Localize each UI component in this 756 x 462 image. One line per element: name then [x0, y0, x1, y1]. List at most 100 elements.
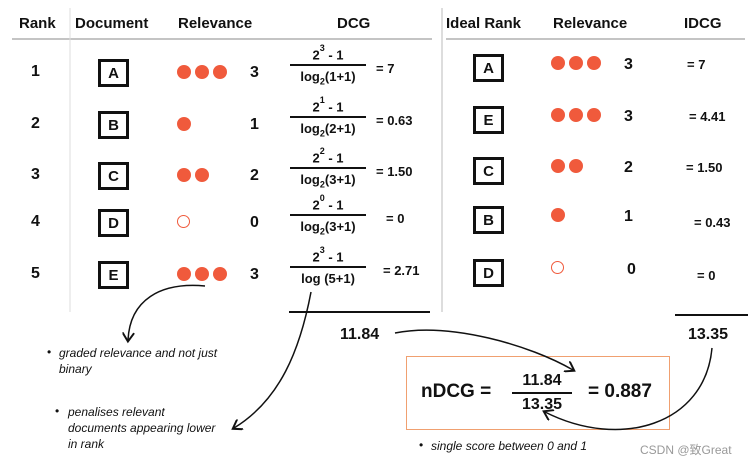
relevance-score: 0	[250, 214, 259, 231]
relevance-score: 2	[250, 167, 259, 184]
document-box: B	[98, 111, 129, 139]
dcg-exponent: 3	[319, 43, 325, 53]
ideal-relevance-dot	[587, 56, 601, 70]
ideal-relevance-score: 2	[624, 159, 633, 176]
relevance-dots	[177, 65, 227, 79]
ndcg-label: nDCG =	[421, 381, 492, 402]
dcg-numerator-tail: - 1	[324, 197, 344, 213]
dcg-denominator-arg: (1+1)	[324, 69, 356, 85]
idcg-value: = 7	[687, 57, 706, 72]
relevance-dots	[177, 168, 209, 182]
dcg-denominator-arg: (2+1)	[324, 121, 356, 137]
idcg-value: = 1.50	[686, 160, 723, 175]
relevance-dots	[177, 215, 190, 228]
note-single: single score between 0 and 1	[431, 439, 588, 453]
header-rank: Rank	[19, 15, 56, 32]
rank-number: 1	[31, 63, 40, 80]
dcg-denominator: log2(3+1)	[290, 214, 366, 237]
dcg-denominator: log (5+1)	[290, 266, 366, 286]
ideal-document-box: E	[473, 106, 504, 134]
relevance-dot	[177, 117, 191, 131]
dcg-numerator: 23 - 1	[312, 245, 344, 265]
dcg-denominator: log2(1+1)	[290, 64, 366, 87]
relevance-score: 3	[250, 266, 259, 283]
relevance-dot	[213, 65, 227, 79]
ideal-document-box: C	[473, 157, 504, 185]
ideal-relevance-dots	[551, 108, 601, 122]
header-ideal-rank: Ideal Rank	[446, 15, 522, 32]
idcg-value: = 0.43	[694, 215, 731, 230]
header-relevance-ideal: Relevance	[553, 15, 628, 32]
note-bullet-2: •	[55, 404, 60, 418]
dcg-exponent: 3	[319, 245, 325, 255]
relevance-score: 3	[250, 64, 259, 81]
note-graded: graded relevance and not just binary	[59, 346, 218, 376]
dcg-exponent: 2	[319, 146, 325, 156]
dcg-numerator-tail: - 1	[324, 99, 344, 115]
relevance-dots	[177, 267, 227, 281]
note-bullet-1: •	[47, 345, 52, 359]
document-box: A	[98, 59, 129, 87]
dcg-numerator: 20 - 1	[312, 193, 344, 213]
relevance-score: 1	[250, 116, 259, 133]
ideal-relevance-dots	[551, 159, 583, 173]
dcg-exponent: 1	[319, 95, 325, 105]
document-box: D	[98, 209, 129, 237]
header-dcg: DCG	[337, 15, 371, 32]
idcg-total: 13.35	[688, 326, 729, 343]
ndcg-result: = 0.887	[588, 381, 652, 402]
ideal-relevance-dot	[551, 159, 565, 173]
arrow-dcg-to-ndcg	[394, 329, 573, 370]
dcg-numerator-tail: - 1	[324, 47, 344, 63]
arrow-graded	[128, 284, 206, 340]
rank-number: 2	[31, 115, 40, 132]
relevance-dot	[177, 267, 191, 281]
dcg-denominator: log2(2+1)	[290, 116, 366, 139]
relevance-dot	[177, 168, 191, 182]
rank-number: 3	[31, 166, 40, 183]
idcg-value: = 0	[697, 268, 716, 283]
relevance-dots	[177, 117, 191, 131]
ideal-relevance-score: 3	[624, 56, 633, 73]
dcg-denominator-arg: (3+1)	[324, 172, 356, 188]
dcg-value: = 0	[386, 211, 405, 226]
idcg-value: = 4.41	[689, 109, 726, 124]
ideal-relevance-dots	[551, 56, 601, 70]
note-bullet-3: •	[419, 438, 424, 452]
ndcg-numerator: 11.84	[522, 372, 562, 389]
ideal-relevance-score: 0	[627, 261, 636, 278]
dcg-exponent: 0	[319, 193, 325, 203]
rank-number: 4	[31, 213, 40, 230]
ideal-document-box: A	[473, 54, 504, 82]
relevance-dot	[195, 168, 209, 182]
ideal-relevance-dot	[551, 108, 565, 122]
dcg-value: = 0.63	[376, 113, 413, 128]
note-penalises: penalises relevant documents appearing l…	[68, 405, 216, 451]
ideal-relevance-dot	[569, 159, 583, 173]
arrow-penalises	[234, 291, 312, 428]
ideal-relevance-dot	[551, 208, 565, 222]
ideal-relevance-dots	[551, 208, 565, 222]
ideal-relevance-dot	[551, 56, 565, 70]
dcg-denominator-arg: (5+1)	[320, 271, 355, 287]
header-idcg: IDCG	[684, 15, 722, 32]
ndcg-box	[406, 356, 670, 430]
header-relevance: Relevance	[178, 15, 253, 32]
dcg-numerator: 21 - 1	[312, 95, 344, 115]
dcg-numerator: 22 - 1	[312, 146, 344, 166]
document-box: E	[98, 261, 129, 289]
dcg-denominator: log2(3+1)	[290, 167, 366, 190]
ndcg-denominator: 13.35	[512, 392, 572, 414]
relevance-dot	[213, 267, 227, 281]
ideal-document-box: B	[473, 206, 504, 234]
relevance-dot	[177, 65, 191, 79]
ideal-relevance-score: 1	[624, 208, 633, 225]
ideal-relevance-dot	[569, 108, 583, 122]
relevance-dot	[195, 267, 209, 281]
